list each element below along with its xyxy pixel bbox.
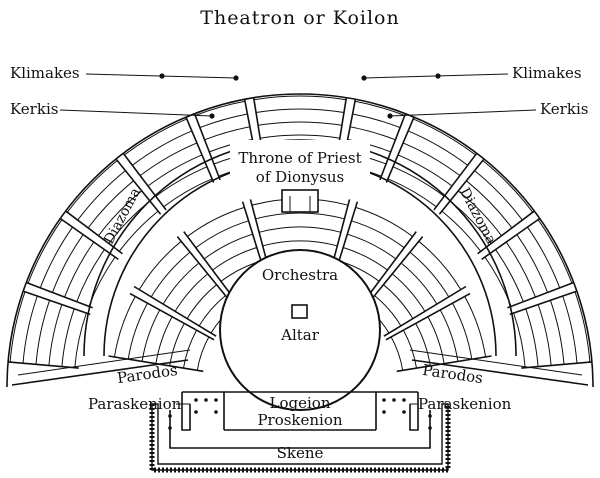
column-dot bbox=[194, 398, 198, 402]
klimakes-left-dot-2 bbox=[233, 75, 239, 81]
throne-label-line1: Throne of Priest bbox=[238, 149, 361, 167]
paraskenion-left-structure bbox=[181, 391, 225, 431]
kerkis-right-dot bbox=[387, 113, 393, 119]
orchestra-circle bbox=[219, 249, 381, 411]
lower-kerkis-wedge bbox=[385, 292, 492, 373]
outer-seating-boundary bbox=[6, 93, 594, 388]
column-dot bbox=[214, 410, 218, 414]
column-dot bbox=[428, 414, 432, 418]
klimakes-left-dot-1 bbox=[159, 73, 165, 79]
throne-of-priest bbox=[281, 189, 319, 213]
paraskenion-right-label: Paraskenion bbox=[418, 395, 512, 413]
altar-square bbox=[291, 304, 308, 319]
klimakes-right-dot-2 bbox=[435, 73, 441, 79]
upper-kerkis-wedge bbox=[509, 290, 592, 369]
upper-seating-tier bbox=[8, 95, 592, 369]
column-dot bbox=[204, 398, 208, 402]
paraskenion-left-label: Paraskenion bbox=[88, 395, 182, 413]
klimakes-right-label: Klimakes bbox=[512, 64, 582, 82]
altar-label: Altar bbox=[280, 326, 320, 344]
kerkis-right-label: Kerkis bbox=[540, 100, 588, 118]
upper-kerkis-wedge bbox=[8, 290, 91, 369]
parodos-left-label: Parodos bbox=[116, 361, 179, 387]
column-dot bbox=[402, 398, 406, 402]
upper-kerkis-wedge bbox=[65, 158, 162, 255]
kerkis-left-leader bbox=[59, 109, 213, 117]
column-dot bbox=[392, 398, 396, 402]
column-dot bbox=[402, 410, 406, 414]
kerkis-left-label: Kerkis bbox=[10, 100, 58, 118]
throne-label-mask bbox=[230, 140, 370, 186]
throne-label-line2: of Dionysus bbox=[256, 168, 344, 186]
column-dot bbox=[428, 426, 432, 430]
column-dot bbox=[168, 414, 172, 418]
parodos-left bbox=[11, 349, 191, 386]
klimakes-right-dot-1 bbox=[361, 75, 367, 81]
klimakes-left-label: Klimakes bbox=[10, 64, 80, 82]
diazoma-right-label: Diazoma bbox=[456, 185, 499, 247]
column-dot bbox=[168, 426, 172, 430]
logeion-label: Logeion bbox=[270, 394, 331, 412]
upper-kerkis-wedge bbox=[25, 217, 119, 309]
paraskenion-right-structure bbox=[375, 391, 419, 431]
column-dot bbox=[382, 410, 386, 414]
upper-kerkis-wedge bbox=[385, 116, 478, 211]
diazoma-left-label: Diazoma bbox=[101, 185, 144, 247]
orchestra-label: Orchestra bbox=[262, 266, 338, 284]
kerkis-left-dot bbox=[209, 113, 215, 119]
proskenion-columns bbox=[168, 398, 432, 430]
diagram-title: Theatron or Koilon bbox=[200, 7, 399, 29]
parodos-right-label: Parodos bbox=[421, 361, 484, 387]
skene-building bbox=[149, 391, 451, 473]
parodos-right bbox=[409, 349, 589, 386]
proskenion-label: Proskenion bbox=[257, 411, 342, 429]
column-dot bbox=[382, 398, 386, 402]
column-dot bbox=[194, 410, 198, 414]
kerkis-right-leader bbox=[389, 109, 537, 117]
skene-wall-hatching bbox=[149, 404, 451, 473]
upper-kerkis-wedge bbox=[122, 116, 215, 211]
column-dot bbox=[214, 398, 218, 402]
skene-label: Skene bbox=[277, 444, 324, 462]
lower-kerkis-wedge bbox=[108, 292, 215, 373]
